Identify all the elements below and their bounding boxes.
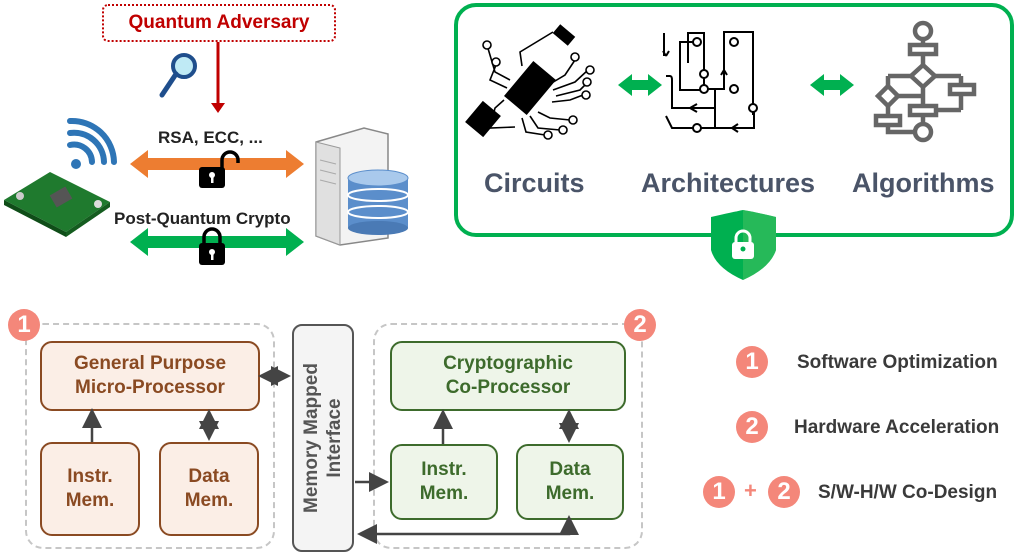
- classical-channel-label: RSA, ECC, ...: [158, 128, 263, 147]
- legend-label-software: Software Optimization: [797, 352, 998, 373]
- software-block-boundary: [25, 323, 275, 549]
- quantum-adversary-box: Quantum Adversary: [102, 4, 336, 42]
- level-label-architectures: Architectures: [641, 168, 816, 198]
- general-purpose-processor: General Purpose Micro-Processor: [40, 341, 260, 411]
- cryptographic-coprocessor: Cryptographic Co-Processor: [390, 341, 626, 411]
- database-icon: [347, 169, 409, 235]
- legend-plus-sign: +: [744, 478, 757, 503]
- hw-data-interface-arrow: [357, 522, 571, 544]
- security-shield-lock-icon: [711, 210, 776, 280]
- legend-badge-2: 2: [768, 476, 800, 508]
- level-label-algorithms: Algorithms: [852, 168, 995, 198]
- legend-badge-1: 1: [703, 476, 735, 508]
- architecture-wiring-icon: [662, 31, 758, 133]
- unlocked-padlock-icon: [199, 150, 240, 188]
- level-label-circuits: Circuits: [484, 168, 585, 198]
- iot-board-icon: [4, 172, 110, 237]
- magnifier-icon: [159, 53, 197, 98]
- locked-padlock-icon: [199, 227, 225, 265]
- flowchart-icon: [873, 20, 977, 143]
- legend-badge-1: 1: [736, 346, 768, 378]
- pqc-channel-arrow: [130, 228, 304, 256]
- bidirectional-arrow-icon: [618, 74, 662, 96]
- hw-instruction-memory: Instr. Mem.: [390, 444, 498, 520]
- legend-badge-2: 2: [736, 411, 768, 443]
- memory-mapped-interface: Memory Mapped Interface: [292, 324, 354, 552]
- quantum-adversary-label: Quantum Adversary: [128, 12, 310, 33]
- hw-data-memory: Data Mem.: [516, 444, 624, 520]
- sw-data-memory: Data Mem.: [159, 442, 259, 536]
- circuit-chip-icon: [465, 24, 595, 140]
- classical-channel-arrow: [130, 150, 304, 178]
- adversary-arrowhead: [211, 103, 225, 113]
- software-badge: 1: [8, 309, 40, 341]
- wifi-icon: [67, 117, 117, 169]
- legend-label-hardware: Hardware Acceleration: [794, 417, 1000, 438]
- hardware-block-boundary: [373, 323, 643, 549]
- legend-label-codesign: S/W-H/W Co-Design: [818, 482, 998, 503]
- hardware-badge: 2: [624, 309, 656, 341]
- bidirectional-arrow-icon: [810, 74, 854, 96]
- pqc-channel-label: Post-Quantum Crypto: [114, 209, 291, 228]
- sw-instruction-memory: Instr. Mem.: [40, 442, 140, 536]
